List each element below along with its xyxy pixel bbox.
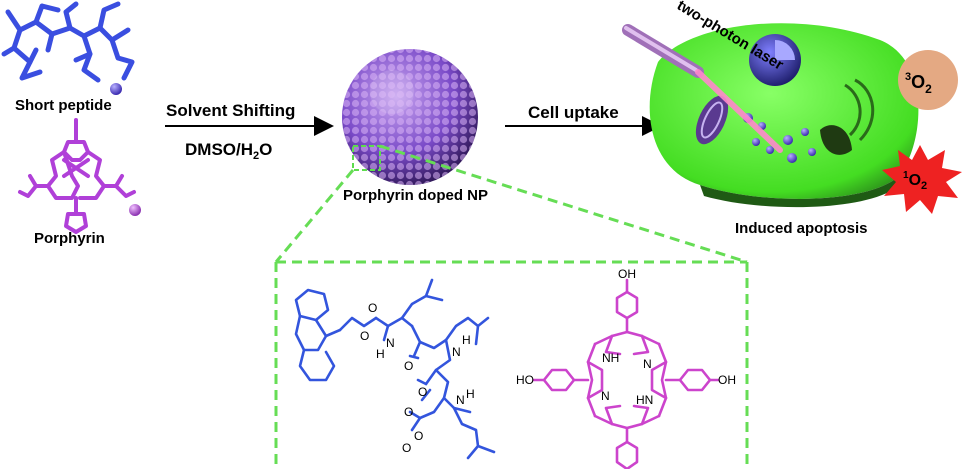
porphyrin-label: Porphyrin	[34, 230, 105, 247]
peptide-ball-icon	[110, 83, 122, 95]
atom-o3: O	[404, 359, 413, 373]
nanoparticle-sphere	[342, 49, 478, 185]
atom-o1: O	[368, 301, 377, 315]
apoptosis-label: Induced apoptosis	[735, 220, 868, 237]
atom-n-left: N	[601, 389, 610, 403]
peptide-3d-structure	[4, 4, 132, 80]
atom-n3: N	[456, 393, 465, 407]
np-label: Porphyrin doped NP	[343, 187, 488, 204]
atom-oh-right: OH	[718, 373, 736, 387]
atom-h2: H	[462, 333, 471, 347]
porphyrin-chemical-structure	[534, 280, 718, 469]
solvent-condition-label: DMSO/H2O	[185, 140, 272, 162]
peptide-chemical-structure	[296, 280, 494, 458]
atom-h1: H	[376, 347, 385, 361]
atom-nh-top: NH	[602, 351, 619, 365]
cell-uptake-label: Cell uptake	[528, 103, 619, 122]
porphyrin-3d-structure	[20, 120, 134, 232]
short-peptide-label: Short peptide	[15, 97, 112, 114]
atom-hn-bottom: HN	[636, 393, 653, 407]
atom-o4: O	[418, 385, 427, 399]
atom-o5: O	[404, 405, 413, 419]
atom-oh-left: HO	[516, 373, 534, 387]
atom-oh-top: OH	[618, 267, 636, 281]
solvent-shifting-label: Solvent Shifting	[166, 101, 295, 120]
porphyrin-ball-icon	[129, 204, 141, 216]
atom-o7: O	[402, 441, 411, 455]
atom-n-right: N	[643, 357, 652, 371]
cell-illustration	[650, 23, 919, 207]
atom-o2: O	[360, 329, 369, 343]
atom-o6: O	[414, 429, 423, 443]
atom-n1: N	[386, 336, 395, 350]
atom-n2: N	[452, 345, 461, 359]
atom-h3: H	[466, 387, 475, 401]
